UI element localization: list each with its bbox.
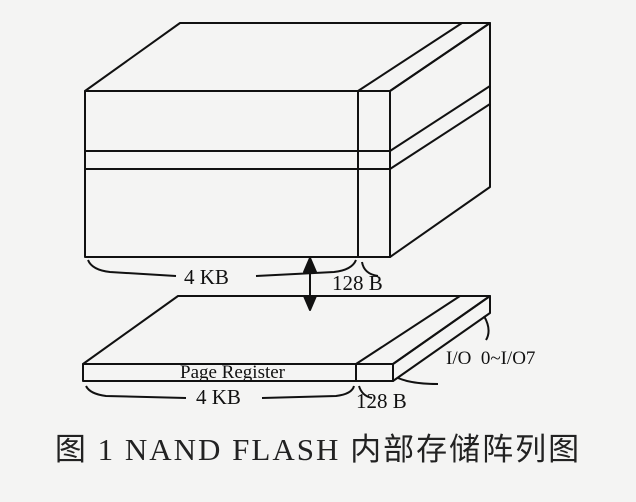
array-spare-size-label: 128 B xyxy=(332,271,383,295)
array-top-face xyxy=(84,22,491,92)
register-main-size-label: 4 KB xyxy=(196,385,241,409)
figure-caption: 图 1 NAND FLASH 内部存储阵列图 xyxy=(54,432,582,467)
register-brace-spare xyxy=(358,385,373,399)
array-front-face xyxy=(84,90,391,258)
register-spare-size-label: 128 B xyxy=(356,389,407,413)
page-register-label: Page Register xyxy=(180,362,286,383)
register-right-face xyxy=(392,295,491,382)
register-top-face xyxy=(82,295,491,365)
page-stripe-top-side xyxy=(389,85,491,152)
register-spare-divider-top xyxy=(355,295,461,365)
page-stripe-bottom-side xyxy=(389,103,491,170)
brace-main-area-right xyxy=(255,259,357,277)
transfer-arrow xyxy=(303,257,317,311)
register-brace-main xyxy=(85,385,187,399)
page-register-block xyxy=(82,295,491,382)
brace-main-area xyxy=(87,259,177,277)
array-main-size-label: 4 KB xyxy=(184,265,229,289)
brace-spare-area xyxy=(361,261,379,277)
spare-area-divider-top xyxy=(357,22,463,92)
io-bracket xyxy=(397,315,490,385)
array-right-face xyxy=(389,22,491,258)
io-label: I/O 0~I/O7 xyxy=(446,348,535,369)
memory-array-block xyxy=(84,22,491,258)
register-brace-main-right xyxy=(261,385,355,399)
